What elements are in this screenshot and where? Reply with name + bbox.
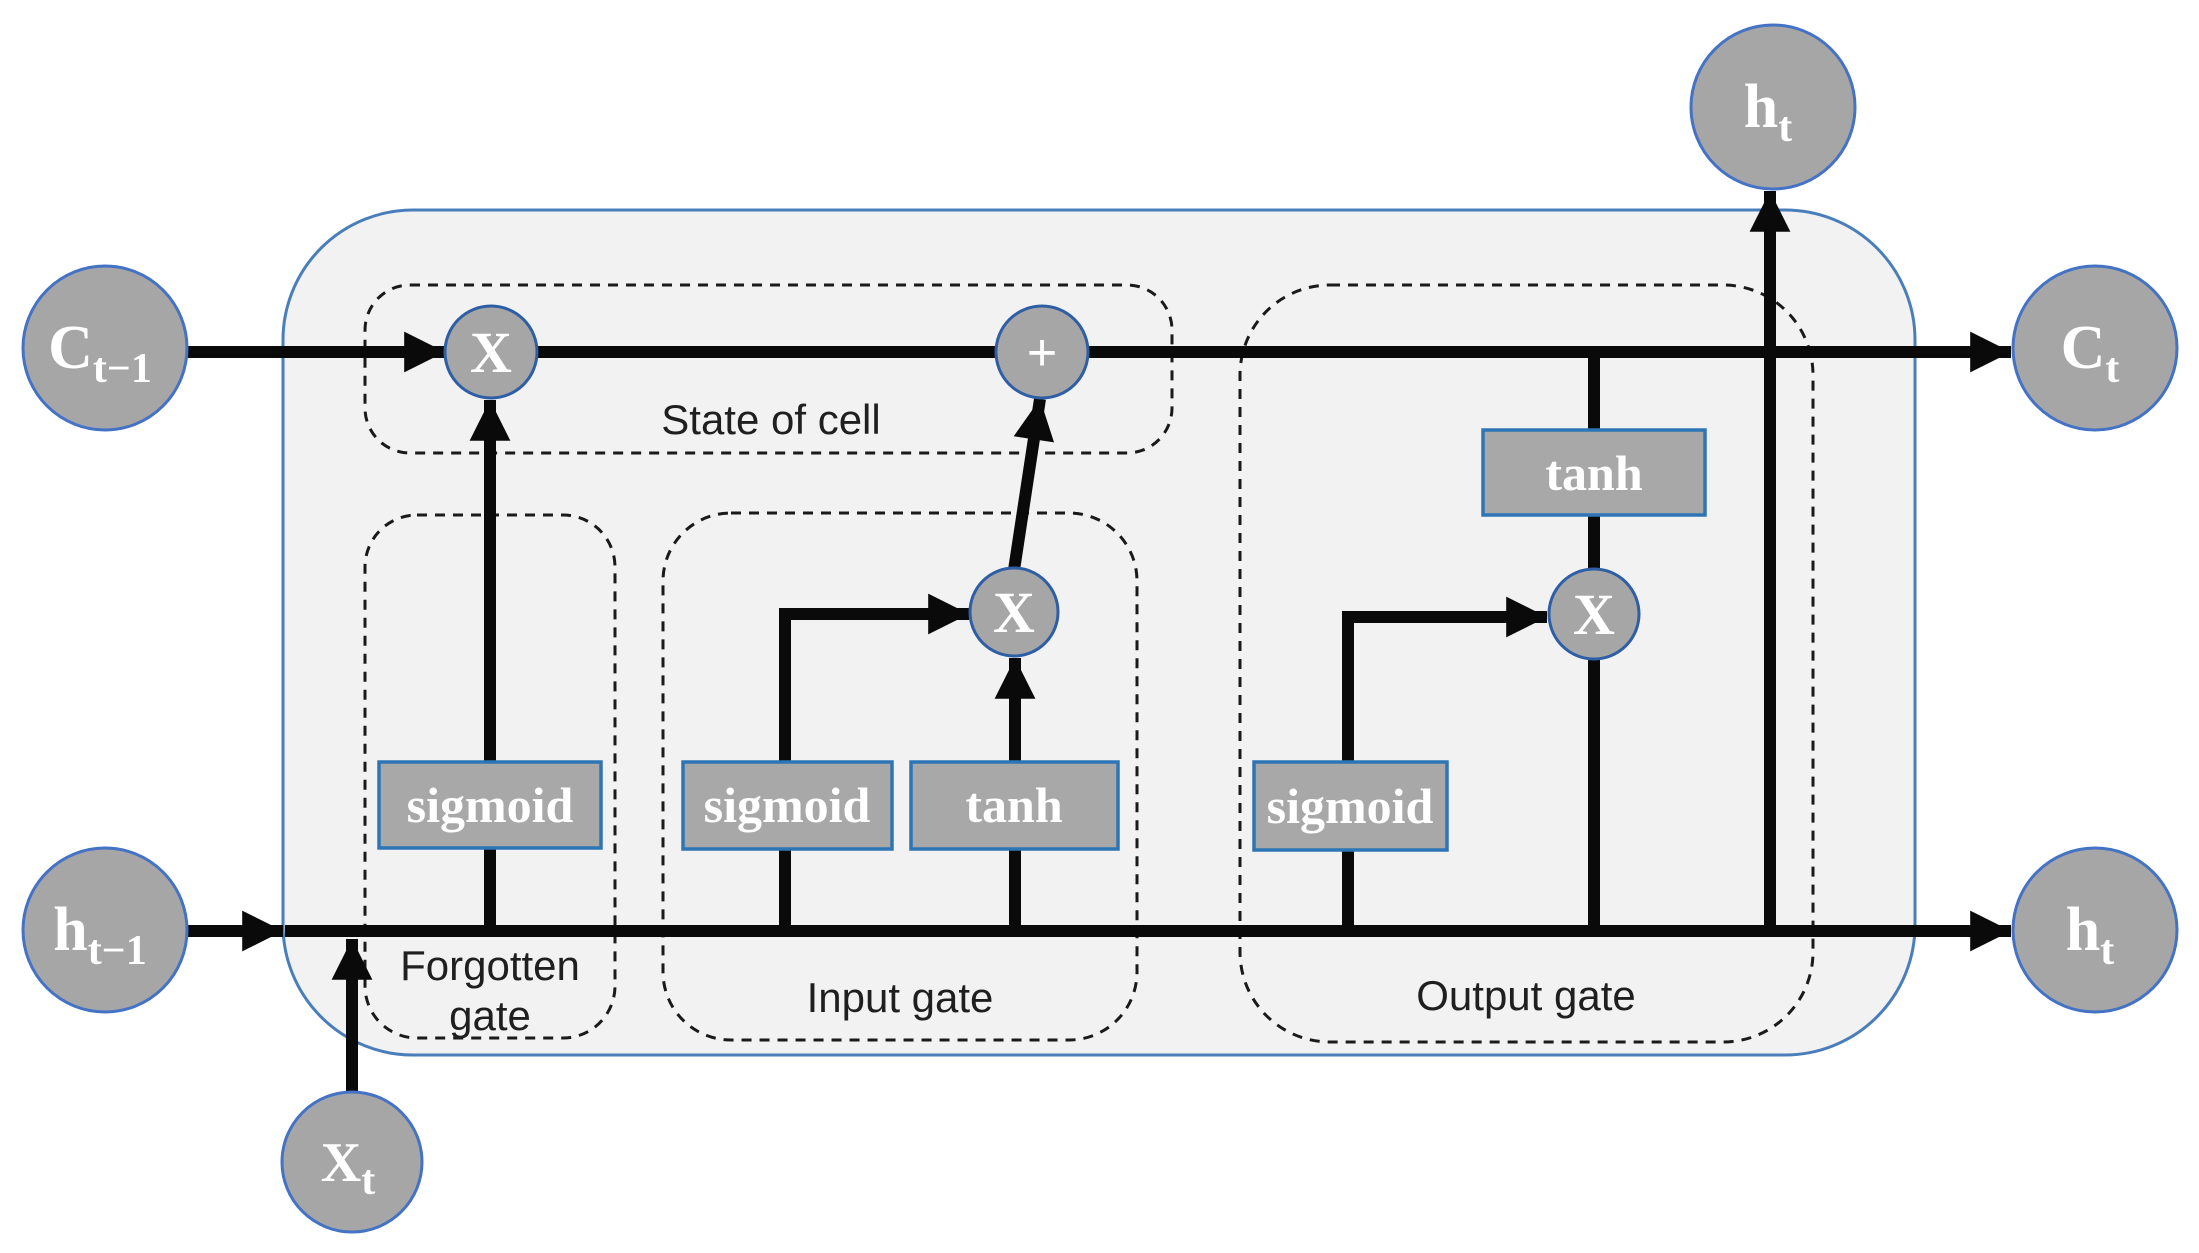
output-gate-box xyxy=(1238,283,1815,1044)
input-sigmoid-label: sigmoid xyxy=(704,777,871,833)
h-out-top-node xyxy=(1689,23,1857,191)
add-op xyxy=(994,304,1090,400)
c-prev-node xyxy=(21,264,189,432)
input-sigmoid-box xyxy=(681,760,894,851)
c-prev-label: Ct−1 xyxy=(48,314,152,392)
region-labels: State of cell Forgotten gate Input gate … xyxy=(400,396,1636,1039)
h-out-top-sub: t xyxy=(1778,105,1792,151)
h-out-right-node xyxy=(2011,846,2179,1014)
c-out-sub: t xyxy=(2105,346,2119,392)
output-sigmoid-box xyxy=(1252,760,1449,852)
forgotten-multiply-label: X xyxy=(470,320,512,385)
c-out-label: Ct xyxy=(2061,314,2120,392)
multiply-to-add-arrow xyxy=(1008,398,1055,571)
output-multiply-label: X xyxy=(1573,582,1615,647)
io-nodes: Ct−1 ht−1 Xt ht Ct ht xyxy=(21,23,2179,1234)
add-op-label: + xyxy=(1027,324,1057,382)
input-multiply-op xyxy=(968,566,1060,658)
h-prev-node xyxy=(21,846,189,1014)
h-out-top-label: ht xyxy=(1744,73,1792,151)
input-multiply-label: X xyxy=(993,580,1035,645)
forgotten-multiply-op xyxy=(443,304,539,400)
h-out-right-label: ht xyxy=(2066,896,2114,974)
output-multiply-op xyxy=(1547,567,1641,661)
operator-nodes: X + X X xyxy=(443,304,1641,661)
x-input-main: X xyxy=(321,1132,361,1194)
x-input-label: Xt xyxy=(321,1132,375,1204)
output-gate-label: Output gate xyxy=(1416,972,1636,1019)
state-of-cell-label: State of cell xyxy=(661,396,880,443)
c-out-node xyxy=(2011,264,2179,432)
c-prev-main: C xyxy=(48,314,93,382)
h-prev-main: h xyxy=(53,896,87,964)
h-out-right-main: h xyxy=(2066,896,2100,964)
output-sigmoid-label: sigmoid xyxy=(1267,778,1434,834)
h-prev-label: ht−1 xyxy=(53,896,146,974)
forgotten-sigmoid-label: sigmoid xyxy=(407,777,574,833)
input-tanh-label: tanh xyxy=(965,777,1062,833)
output-tanh-label: tanh xyxy=(1545,445,1642,501)
h-out-top-main: h xyxy=(1744,73,1778,141)
c-prev-sub: t−1 xyxy=(93,346,152,392)
forgotten-sigmoid-box xyxy=(377,760,603,850)
activation-boxes: sigmoid sigmoid tanh sigmoid tanh xyxy=(377,428,1707,852)
forgotten-gate-label-line2: gate xyxy=(449,992,531,1039)
h-prev-sub: t−1 xyxy=(88,928,147,974)
input-tanh-box xyxy=(909,760,1120,851)
x-input-node xyxy=(280,1090,424,1234)
c-out-main: C xyxy=(2061,314,2106,382)
wires xyxy=(187,191,2011,1092)
input-gate-label: Input gate xyxy=(807,974,994,1021)
x-input-sub: t xyxy=(361,1158,375,1204)
forgotten-gate-label-line1: Forgotten xyxy=(400,942,580,989)
h-out-right-sub: t xyxy=(2100,928,2114,974)
input-gate-box xyxy=(661,511,1139,1042)
output-tanh-box xyxy=(1481,428,1707,517)
